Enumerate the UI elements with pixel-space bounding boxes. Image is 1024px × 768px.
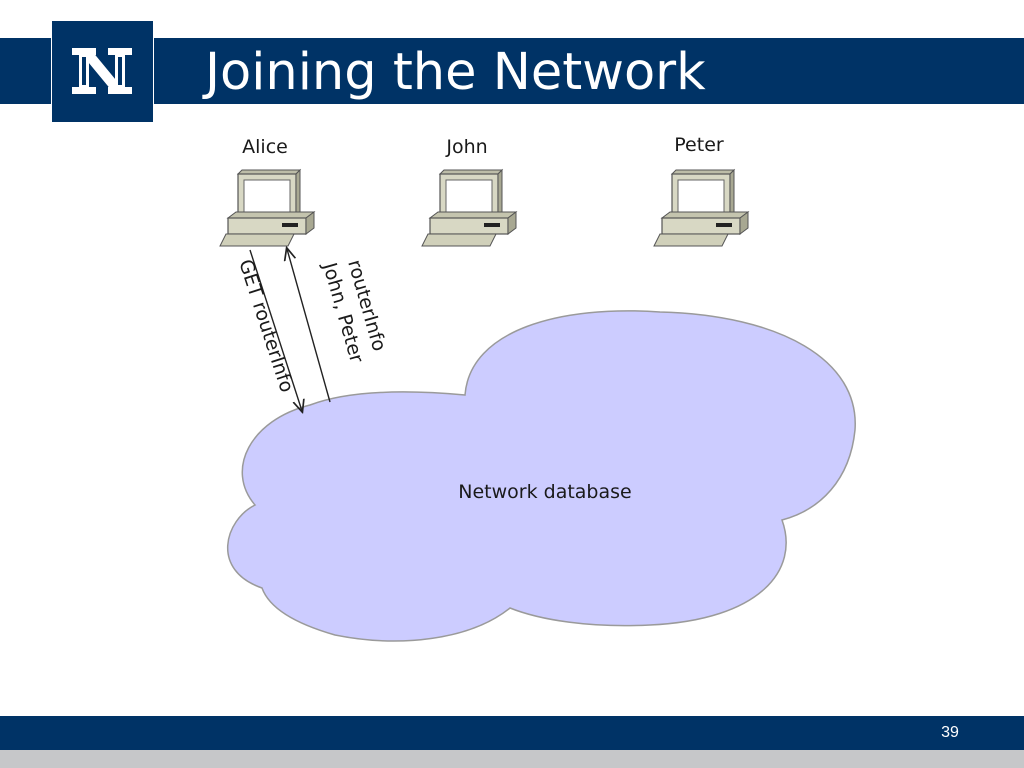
- slide-title: Joining the Network: [205, 43, 706, 102]
- computer-label-alice: Alice: [242, 136, 288, 158]
- computer-label-peter: Peter: [674, 134, 724, 156]
- footer-stripe: [0, 750, 1024, 768]
- network-database-cloud: [227, 310, 856, 642]
- arrow-get-request: [249, 249, 302, 411]
- desktop-computer-icon: [653, 169, 749, 247]
- title-bar: [0, 38, 1024, 104]
- nevada-n-logo: [51, 20, 154, 123]
- computer-john: John: [421, 136, 517, 247]
- request-label: GET routerInfo: [234, 257, 298, 395]
- computer-label-john: John: [445, 136, 487, 158]
- computer-alice: Alice: [219, 136, 315, 247]
- network-diagram: Alice John Peter Network database GET ro…: [219, 134, 856, 642]
- cloud-label: Network database: [458, 481, 631, 503]
- arrow-response: [287, 249, 331, 403]
- desktop-computer-icon: [421, 169, 517, 247]
- desktop-computer-icon: [219, 169, 315, 247]
- footer-bar: [0, 716, 1024, 750]
- computer-peter: Peter: [653, 134, 749, 247]
- page-number: 39: [941, 724, 959, 741]
